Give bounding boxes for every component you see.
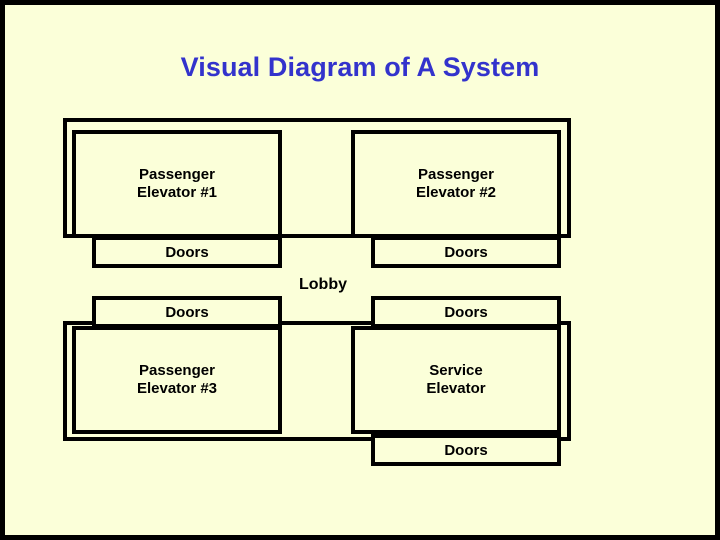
elevator-car-passenger-1-label: Passenger Elevator #1 [137,166,217,201]
elevator-car-passenger-2: Passenger Elevator #2 [351,130,561,238]
doors-passenger-1-lobby: Doors [92,236,282,268]
doors-service-rear: Doors [371,434,561,466]
doors-service-lobby: Doors [371,296,561,328]
car-label-line2: Elevator [426,380,486,397]
car-label-line1: Passenger [139,166,215,184]
doors-label: Doors [165,303,209,321]
car-label-line2: Elevator #1 [136,184,218,201]
elevator-car-passenger-3: Passenger Elevator #3 [72,326,282,434]
doors-passenger-2-lobby: Doors [371,236,561,268]
elevator-car-service: Service Elevator [351,326,561,434]
doors-label: Doors [444,441,488,459]
doors-label: Doors [165,243,209,261]
doors-label: Doors [444,303,488,321]
car-label-line1: Passenger [139,362,215,380]
elevator-car-service-label: Service Elevator [426,362,485,397]
car-label-line1: Service [429,362,483,380]
doors-label: Doors [444,243,488,261]
page-title: Visual Diagram of A System [180,52,540,82]
elevator-car-passenger-3-label: Passenger Elevator #3 [137,362,217,397]
elevator-car-passenger-1: Passenger Elevator #1 [72,130,282,238]
lobby-label: Lobby [299,276,347,293]
elevator-car-passenger-2-label: Passenger Elevator #2 [416,166,496,201]
car-label-line1: Passenger [418,166,494,184]
car-label-line2: Elevator #3 [136,380,218,397]
car-label-line2: Elevator #2 [415,184,497,201]
doors-passenger-3-lobby: Doors [92,296,282,328]
